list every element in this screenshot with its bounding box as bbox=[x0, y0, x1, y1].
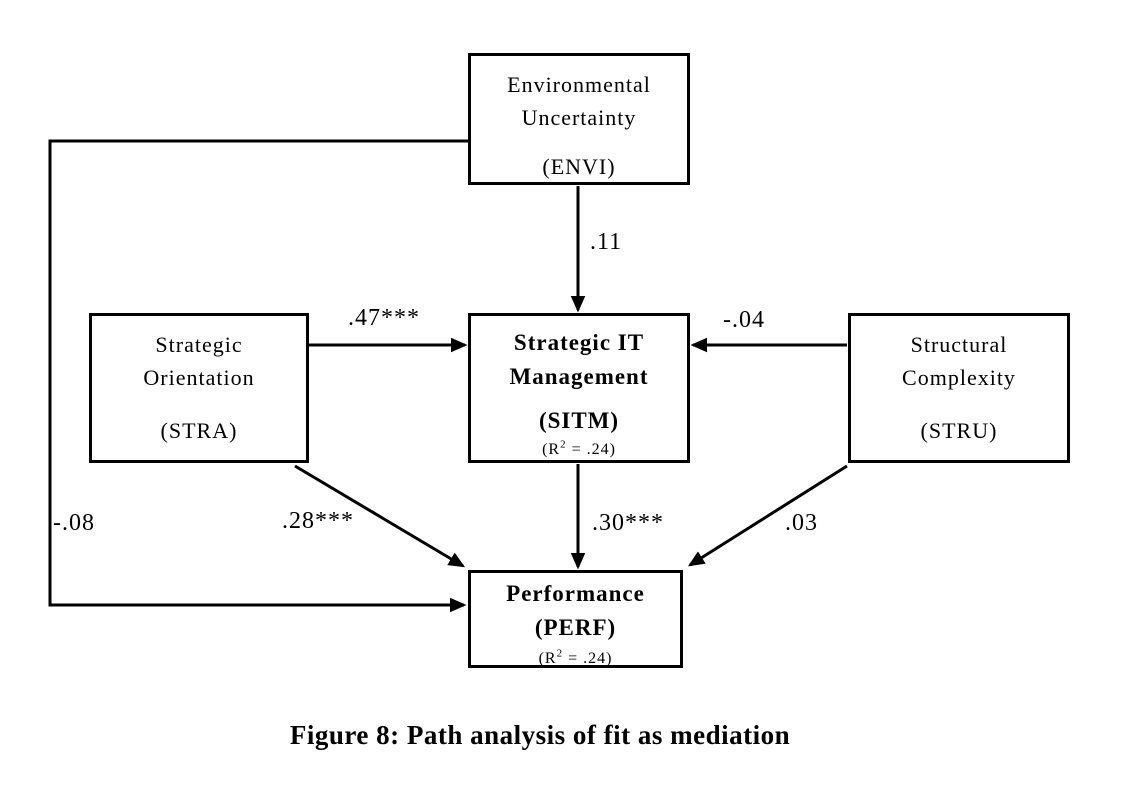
node-sitm-label-line1: Strategic IT bbox=[513, 330, 645, 355]
arrow-envi-to-perf bbox=[48, 139, 468, 613]
node-stru-label-line2: Complexity bbox=[902, 365, 1016, 390]
node-sitm-code: (SITM) bbox=[538, 408, 620, 433]
node-perf-label-line1: Performance bbox=[506, 581, 645, 606]
node-envi-label-line2: Uncertainty bbox=[521, 105, 637, 130]
figure-caption: Figure 8: Path analysis of fit as mediat… bbox=[289, 720, 791, 750]
r2-superscript: 2 bbox=[556, 647, 564, 660]
node-sitm-label-line2: Management bbox=[509, 364, 649, 389]
coef-sitm-to-perf: .30*** bbox=[592, 510, 664, 536]
node-stru-code: (STRU) bbox=[920, 418, 998, 443]
coef-stra-to-sitm: .47*** bbox=[348, 305, 420, 331]
coef-stru-to-perf: .03 bbox=[785, 510, 818, 536]
arrow-stru-to-perf bbox=[687, 464, 848, 567]
coef-stru-to-sitm: -.04 bbox=[723, 307, 765, 333]
r2-close: = .24) bbox=[566, 441, 616, 458]
node-structural-complexity: Structural Complexity (STRU) bbox=[848, 313, 1070, 463]
node-stra-label-line2: Orientation bbox=[143, 365, 255, 390]
r2-open: (R bbox=[542, 441, 561, 458]
node-perf-r-squared: (R2 = .24) bbox=[471, 648, 680, 670]
node-stra-code: (STRA) bbox=[160, 418, 238, 443]
arrow-stra-to-perf bbox=[294, 464, 466, 568]
node-performance: Performance (PERF) (R2 = .24) bbox=[468, 570, 683, 668]
coef-envi-to-sitm: .11 bbox=[590, 229, 623, 255]
node-stra-label-line1: Strategic bbox=[155, 332, 243, 357]
r2-superscript: 2 bbox=[560, 438, 567, 451]
node-perf-code: (PERF) bbox=[534, 615, 617, 640]
coef-stra-to-perf: .28*** bbox=[282, 508, 354, 534]
coef-envi-to-perf: -.08 bbox=[53, 510, 95, 536]
node-strategic-it-management: Strategic IT Management (SITM) (R2 = .24… bbox=[468, 313, 690, 463]
node-envi-label-line1: Environmental bbox=[507, 72, 651, 97]
node-environmental-uncertainty: Environmental Uncertainty (ENVI) bbox=[468, 53, 690, 185]
node-stru-label-line1: Structural bbox=[910, 332, 1008, 357]
r2-close: = .24) bbox=[563, 650, 613, 667]
node-envi-code: (ENVI) bbox=[542, 154, 616, 179]
r2-open: (R bbox=[538, 650, 557, 667]
node-sitm-r-squared: (R2 = .24) bbox=[471, 439, 687, 461]
node-strategic-orientation: Strategic Orientation (STRA) bbox=[89, 313, 309, 463]
